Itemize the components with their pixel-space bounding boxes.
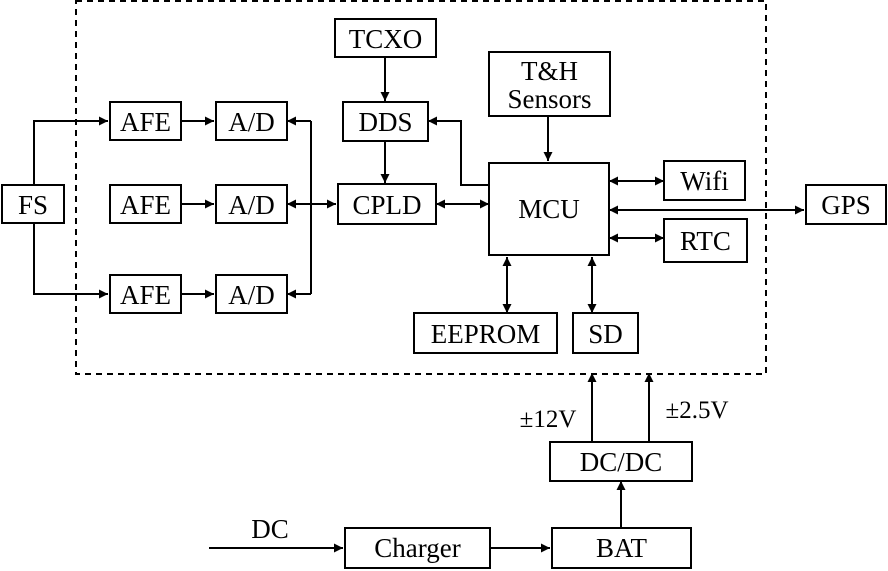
rtc-label: RTC: [680, 226, 731, 256]
gps-block: GPS: [805, 184, 887, 225]
dc-input-label: DC: [251, 514, 289, 544]
ad-block-2: A/D: [215, 184, 288, 224]
fs-block: FS: [1, 184, 65, 224]
bat-block: BAT: [551, 527, 692, 569]
charger-block: Charger: [344, 527, 491, 569]
tcxo-block: TCXO: [334, 18, 437, 58]
afe-label: AFE: [120, 190, 171, 220]
afe-block-3: AFE: [109, 274, 182, 314]
eeprom-block: EEPROM: [413, 312, 558, 354]
ad-label: A/D: [228, 190, 275, 220]
sd-block: SD: [572, 312, 639, 354]
rail-12v-label: ±12V: [520, 406, 577, 433]
gps-label: GPS: [821, 190, 871, 220]
th-sensors-block: T&H Sensors: [488, 51, 611, 117]
rail-2v5-label: ±2.5V: [665, 397, 728, 424]
afe-label: AFE: [120, 107, 171, 137]
tcxo-label: TCXO: [349, 24, 423, 54]
wifi-block: Wifi: [663, 160, 746, 201]
connectors: [33, 57, 804, 553]
dcdc-label: DC/DC: [580, 447, 663, 477]
dcdc-block: DC/DC: [549, 441, 693, 482]
system-boundary: [75, 0, 767, 375]
afe-block-1: AFE: [109, 101, 182, 141]
mcu-to-dds-arrow: [428, 116, 489, 186]
cpld-label: CPLD: [352, 190, 421, 220]
charger-label: Charger: [374, 533, 460, 563]
afe-block-2: AFE: [109, 184, 182, 224]
mcu-block: MCU: [488, 162, 610, 256]
wifi-label: Wifi: [680, 166, 728, 196]
th-sensors-label-line2: Sensors: [507, 84, 591, 114]
dds-block: DDS: [342, 101, 429, 142]
ad-label: A/D: [228, 280, 275, 310]
rtc-block: RTC: [663, 218, 748, 263]
bat-label: BAT: [596, 533, 648, 563]
ad-label: A/D: [228, 107, 275, 137]
sd-label: SD: [588, 319, 623, 349]
ad-block-1: A/D: [215, 101, 288, 141]
afe-label: AFE: [120, 280, 171, 310]
mcu-label: MCU: [518, 194, 580, 224]
cpld-block: CPLD: [337, 183, 437, 225]
ad-block-3: A/D: [215, 274, 288, 314]
fs-to-afe3-arrow: [33, 223, 108, 299]
th-sensors-label-line1: T&H: [521, 56, 578, 86]
dds-label: DDS: [358, 107, 412, 137]
eeprom-label: EEPROM: [431, 319, 541, 349]
fs-label: FS: [18, 190, 48, 220]
fs-to-afe1-arrow: [33, 116, 108, 185]
